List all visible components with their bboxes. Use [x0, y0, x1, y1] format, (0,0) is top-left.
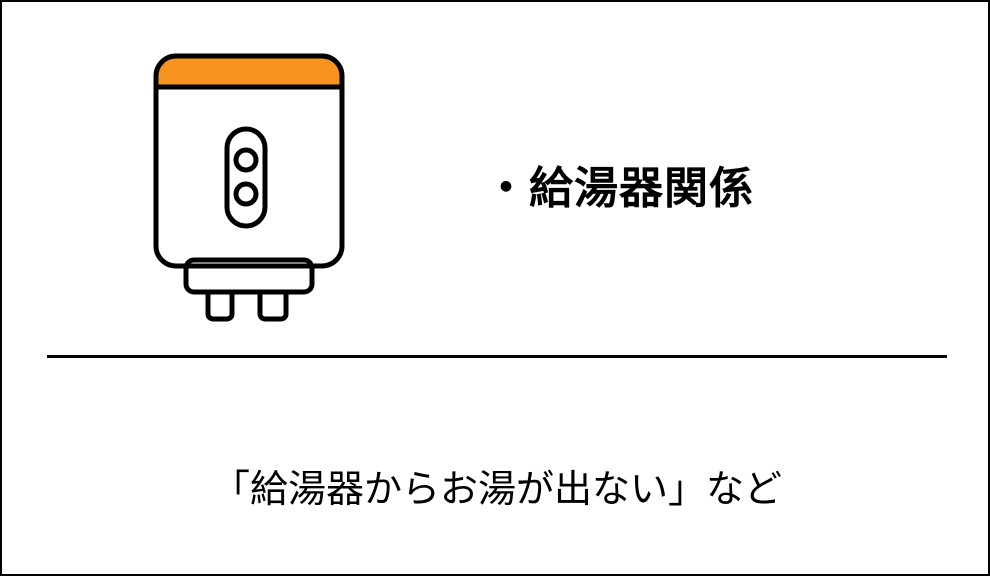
example-caption: 「給湯器からお湯が出ない」など	[211, 467, 782, 511]
water-heater-icon	[153, 53, 345, 322]
divider	[47, 355, 947, 358]
category-title: ・給湯器関係	[484, 163, 754, 214]
